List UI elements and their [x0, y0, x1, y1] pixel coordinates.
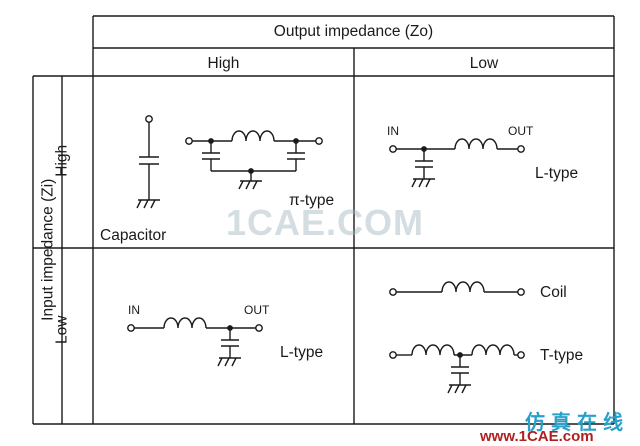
watermark-url: www.1CAE.com — [480, 428, 594, 445]
in-label-top: IN — [387, 124, 399, 138]
coil-label: Coil — [540, 284, 567, 301]
pi-type-label: π-type — [289, 192, 335, 209]
t-type-label: T-type — [540, 347, 584, 364]
watermark-cn: 仿真在线 — [525, 412, 629, 434]
out-label-top: OUT — [508, 124, 534, 138]
coil-symbol — [389, 281, 525, 296]
capacitor-label: Capacitor — [100, 227, 167, 244]
pi-type-filter-symbol — [185, 130, 323, 190]
input-impedance-header: Input impedance (Zi) — [39, 178, 57, 321]
output-high-header: High — [207, 55, 240, 72]
l-type-filter-symbol-top — [389, 138, 525, 188]
watermark-logo: 1CAE.COM — [226, 202, 425, 243]
in-label-bottom: IN — [128, 303, 140, 317]
input-low-header: Low — [53, 315, 71, 344]
t-type-filter-symbol — [389, 344, 525, 394]
l-type-label-top: L-type — [535, 165, 579, 182]
output-impedance-header: Output impedance (Zo) — [273, 23, 434, 40]
input-high-header: High — [53, 144, 71, 177]
out-label-bottom: OUT — [244, 303, 270, 317]
capacitor-symbol — [136, 115, 160, 209]
l-type-label-bottom: L-type — [280, 344, 324, 361]
l-type-filter-symbol-bottom — [127, 317, 263, 367]
output-low-header: Low — [469, 55, 499, 72]
